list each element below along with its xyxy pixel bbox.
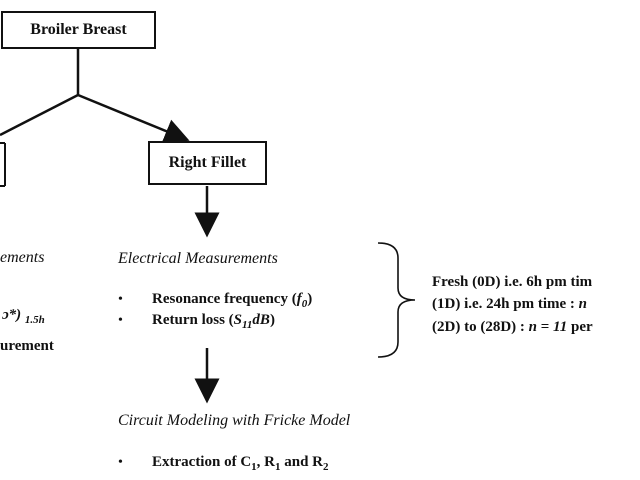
- electrical-heading: Electrical Measurements: [118, 250, 278, 267]
- electrical-bullet-2: •: [118, 313, 123, 328]
- circuit-modeling-heading: Circuit Modeling with Fricke Model: [118, 412, 351, 429]
- electrical-bullet-1: •: [118, 292, 123, 307]
- broiler-breast-label: Broiler Breast: [30, 21, 127, 38]
- broiler-breast-box: Broiler Breast: [1, 11, 156, 49]
- timing-line-2d-28d: (2D) to (28D) : n = 11 per: [432, 319, 593, 335]
- right-fillet-box: Right Fillet: [148, 141, 267, 185]
- extraction-item: Extraction of C1, R1 and R2: [152, 454, 329, 473]
- left-item2-partial: urement: [0, 338, 54, 354]
- timing-line-1d: (1D) i.e. 24h pm time : n: [432, 296, 587, 312]
- left-heading-partial: ements: [0, 249, 45, 266]
- curly-brace: [377, 242, 416, 358]
- branch-left-line: [0, 93, 79, 137]
- left-item1-partial: ɔ*) 1.5h: [2, 307, 45, 326]
- return-loss-item: Return loss (S11dB): [152, 312, 275, 331]
- timing-line-fresh: Fresh (0D) i.e. 6h pm tim: [432, 274, 593, 290]
- right-fillet-label: Right Fillet: [168, 154, 247, 171]
- circuit-bullet: •: [118, 455, 123, 470]
- resonance-frequency-item: Resonance frequency (f0): [152, 291, 313, 310]
- branch-right-line: [77, 93, 190, 143]
